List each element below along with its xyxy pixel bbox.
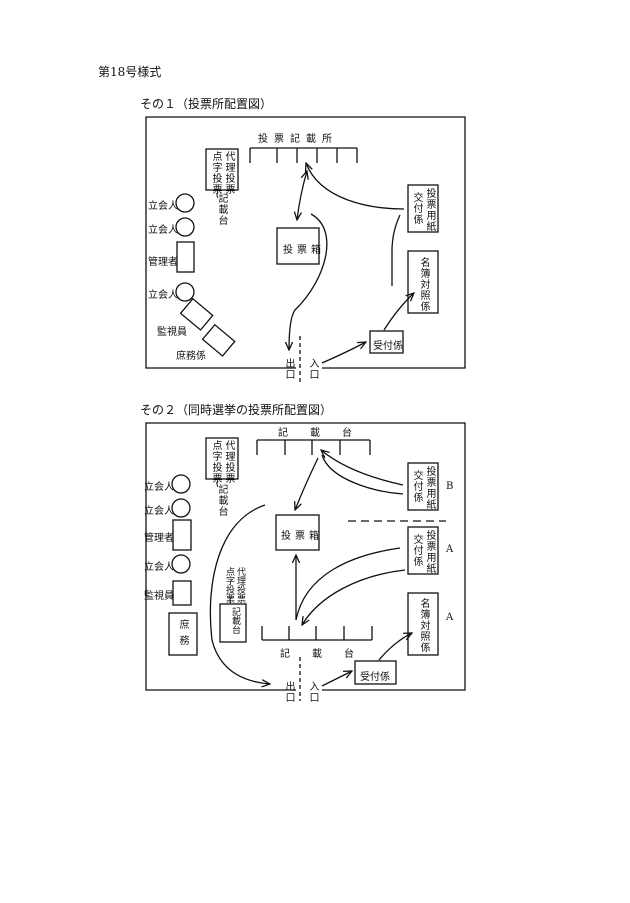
diagram2-issue-a-label: 投票用紙	[424, 530, 435, 574]
diagram2-entrance-label: 入口	[307, 681, 318, 703]
diagram1-manager: 管理者	[148, 257, 178, 268]
diagram2-top-tables	[256, 439, 371, 455]
diagram1-monitor: 監視員	[157, 327, 187, 338]
diagram2-bottom-table-label: 記載台	[280, 649, 376, 660]
diagram2-bottom-tables	[261, 626, 373, 641]
diagram2-manager: 管理者	[144, 533, 174, 544]
diagram1-issue-label-2: 交付係	[411, 192, 422, 225]
diagram2-issue-desk-b	[407, 462, 439, 511]
diagram1-monitor-desk	[179, 297, 214, 331]
diagram1-proxy-suffix: 記載台	[216, 193, 227, 226]
diagram2-register-desk	[407, 592, 439, 656]
diagram1-exit-label: 出口	[283, 358, 294, 380]
diagram1-room	[145, 116, 466, 382]
diagram2-top-table-label: 記載台	[278, 428, 374, 439]
diagram1-manager-desk	[176, 241, 195, 273]
diagram2-issue-desk-a	[407, 526, 439, 575]
diagram2-proxy-label-2: 点字投票	[210, 440, 221, 484]
form-title: 第18号様式	[98, 65, 162, 79]
diagram1-reception-label: 受付係	[373, 341, 403, 352]
diagram2-issue-b-label-2: 交付係	[411, 470, 422, 503]
diagram2-proxy2-label-2: 点字投票	[224, 567, 234, 603]
diagram2-reception-label: 受付係	[360, 672, 390, 683]
diagram1-proxy-label: 代理投票	[223, 151, 234, 195]
diagram1-issue-desk	[407, 184, 439, 233]
diagram1-ballot-box-label: 投票箱	[283, 245, 325, 256]
diagram1-general: 庶務係	[176, 351, 206, 362]
diagram1-witness-1: 立会人	[148, 201, 178, 212]
diagram1-proxy-label-2: 点字投票	[210, 151, 221, 195]
diagram1-general-desk	[201, 323, 236, 357]
diagram2-witness-circle	[171, 498, 191, 518]
diagram2-issue-b-label: 投票用紙	[424, 466, 435, 510]
diagram2-room	[145, 422, 466, 701]
diagram1-booth-label: 投票記載所	[258, 134, 338, 145]
diagram1-witness-2: 立会人	[148, 225, 178, 236]
diagram2-monitor-desk	[172, 580, 192, 606]
diagram1-caption: その１（投票所配置図）	[140, 97, 273, 111]
diagram1-witness-circle	[175, 217, 195, 237]
diagram2-general-desk	[168, 612, 198, 656]
diagram1-flow-arrows	[289, 163, 414, 364]
diagram1-witness-circle	[175, 193, 195, 213]
diagram1-booths	[249, 147, 358, 163]
diagram1-register-desk	[407, 250, 439, 314]
diagram2-mark-a1: A	[446, 544, 454, 555]
diagram2-proxy-box	[205, 437, 239, 480]
diagram2-manager-desk	[172, 519, 192, 551]
diagram2-witness-circle	[171, 474, 191, 494]
diagram2-mark-b: B	[446, 481, 454, 492]
diagram2-proxy2-label: 代理投票	[235, 567, 245, 603]
diagram2-issue-a-label-2: 交付係	[411, 534, 422, 567]
diagram1-witness-3: 立会人	[148, 290, 178, 301]
diagram2-register-label: 名簿対照係	[418, 598, 429, 653]
diagram2-exit-label: 出口	[283, 681, 294, 703]
diagram1-register-label: 名簿対照係	[418, 257, 429, 312]
diagram2-reception-desk	[354, 660, 397, 685]
diagram2-proxy2-suffix: 記載台	[230, 607, 240, 634]
diagram2-ballot-box-label: 投票箱	[281, 531, 323, 542]
diagram2-flow-arrows	[209, 450, 412, 686]
diagram2-witness-1: 立会人	[144, 482, 174, 493]
diagram1-issue-label: 投票用紙	[424, 188, 435, 232]
diagram2-mark-a2: A	[446, 612, 454, 623]
diagram2-proxy2-box	[219, 603, 247, 643]
diagram2-witness-circle	[171, 554, 191, 574]
diagram2-ballot-box	[275, 514, 320, 551]
diagram2-monitor: 監視員	[144, 591, 174, 602]
diagram2-caption: その２（同時選挙の投票所配置図）	[140, 403, 333, 417]
diagram1-witness-circle	[175, 282, 195, 302]
diagram2-witness-2: 立会人	[144, 506, 174, 517]
diagram1-ballot-box	[276, 227, 320, 265]
diagram2-proxy-label: 代理投票	[223, 440, 234, 484]
diagram2-proxy-suffix: 記載台	[216, 484, 227, 517]
diagram2-general: 庶務	[177, 619, 188, 651]
diagram1-reception-desk	[369, 330, 404, 354]
diagram1-proxy-box	[205, 148, 239, 191]
diagram1-entrance-label: 入口	[307, 358, 318, 380]
diagram2-witness-3: 立会人	[144, 562, 174, 573]
